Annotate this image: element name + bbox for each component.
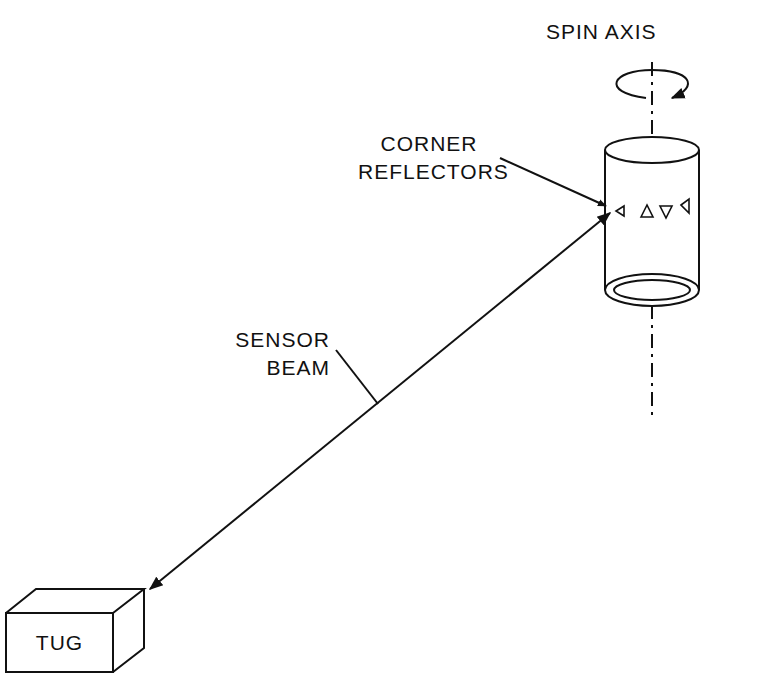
spacecraft-cylinder (605, 137, 699, 306)
spin-axis (651, 305, 653, 420)
spin-arrow (616, 70, 688, 98)
corner-reflectors (616, 199, 689, 218)
tug-box-faces (6, 589, 144, 672)
leader-line (500, 158, 606, 206)
spin-axis (651, 62, 653, 138)
annotation-label: CORNER REFLECTORS (358, 130, 500, 187)
annotation-label: SENSOR BEAM (218, 326, 330, 383)
sensor-beam (150, 213, 610, 589)
tug-box: TUG (5, 612, 114, 673)
leader-line (336, 350, 378, 404)
annotation-label: SPIN AXIS (546, 18, 716, 46)
node-text: TUG (36, 629, 83, 656)
